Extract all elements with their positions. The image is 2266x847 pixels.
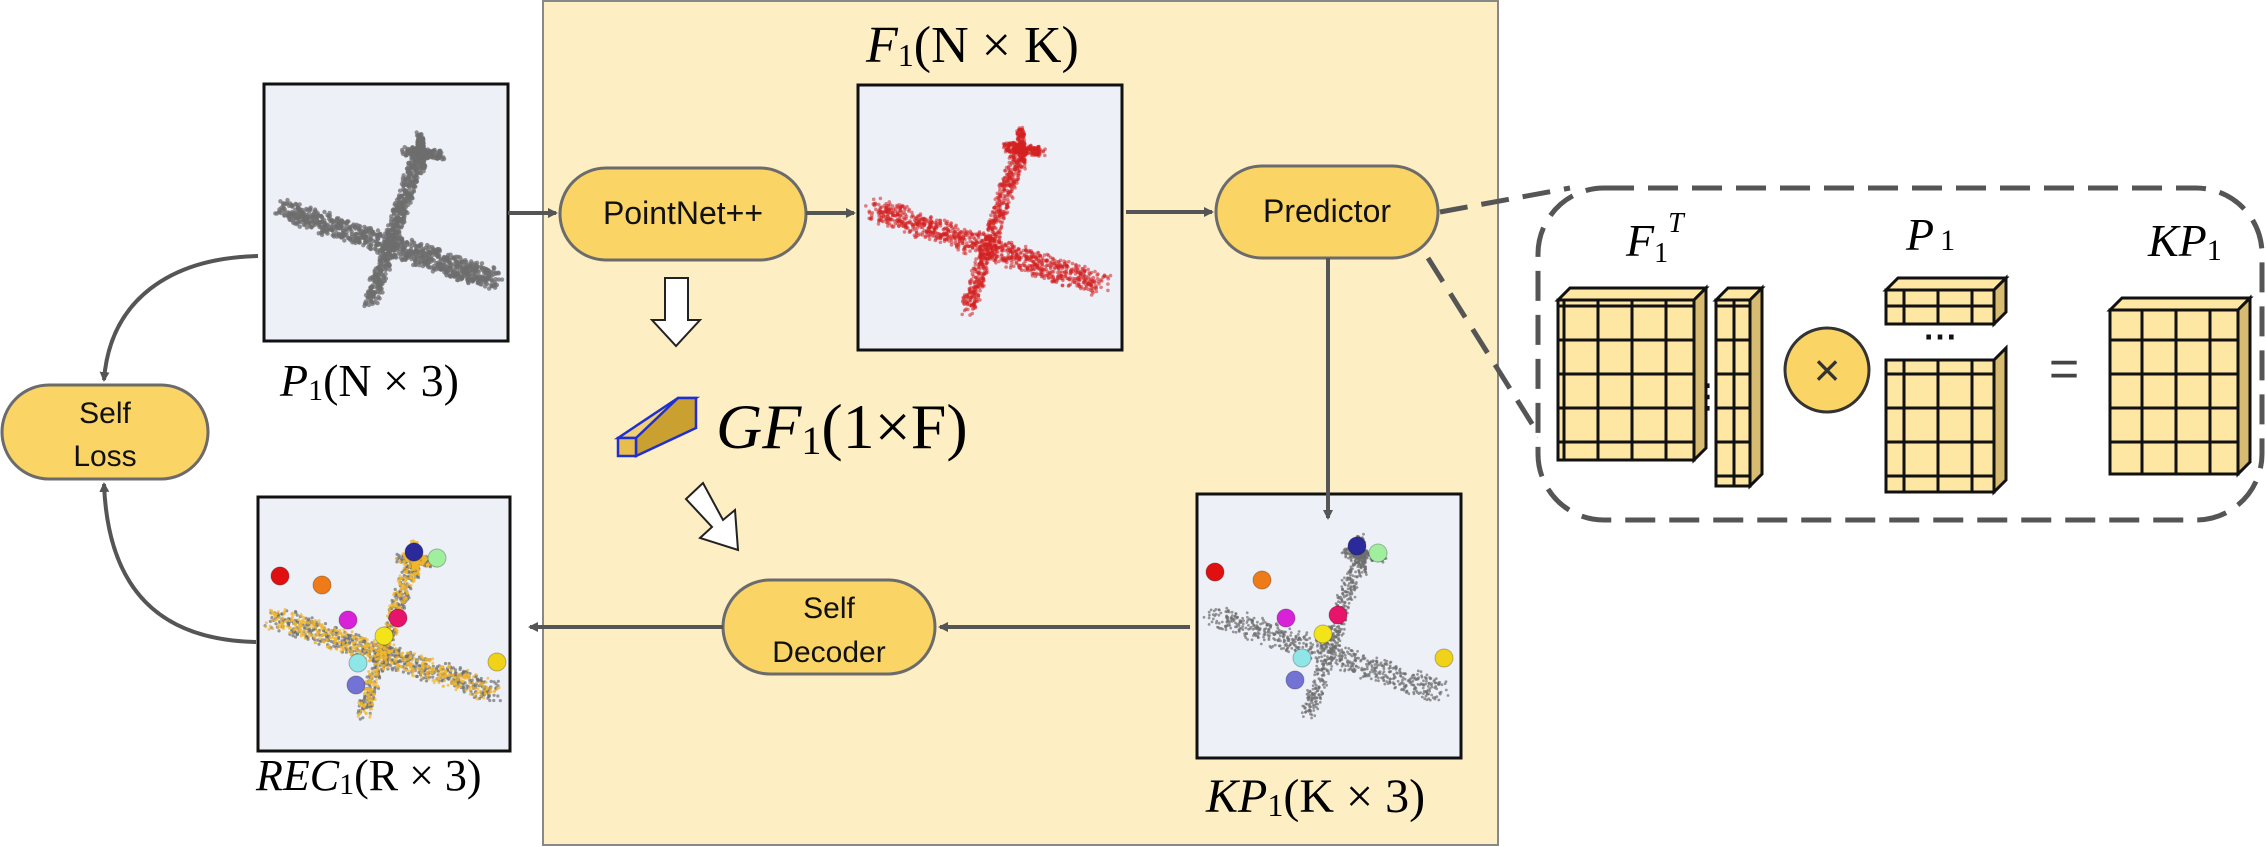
times-operator: ×: [1783, 326, 1871, 414]
svg-text:Decoder: Decoder: [772, 636, 885, 669]
svg-text:Self: Self: [803, 592, 855, 625]
matrix-f1t: ⋯: [1554, 284, 1766, 490]
self-loss-node[interactable]: Self Loss: [0, 383, 210, 481]
hollow-arrow-diagonal: [684, 481, 740, 552]
p1-pointcloud-image: [262, 82, 510, 343]
p1-label: P1(N × 3): [279, 355, 459, 407]
eq-f1t-label: F1T: [1625, 208, 1686, 269]
eq-kp1-label: KP1: [2147, 215, 2222, 267]
svg-text:PointNet++: PointNet++: [603, 195, 763, 231]
gf1-label: GF1(1×F): [716, 391, 968, 463]
svg-text:Self: Self: [79, 397, 131, 430]
matrix-p1: ⋯: [1882, 274, 2010, 496]
equals-operator: =: [2049, 340, 2079, 398]
f1-label: F1(N × K): [865, 17, 1079, 74]
matrix-kp1: [2106, 294, 2254, 478]
predictor-node[interactable]: Predictor: [1214, 164, 1440, 260]
kp1-label: KP1(K × 3): [1205, 770, 1425, 823]
kp1-keypoint-image: [1195, 492, 1463, 760]
rec1-reconstruction-image: [256, 495, 512, 753]
rec1-label: REC1(R × 3): [255, 751, 482, 801]
f1-feature-image: [856, 83, 1124, 352]
svg-text:Predictor: Predictor: [1263, 193, 1391, 229]
hollow-arrow-down: [649, 277, 703, 348]
pointnet-node[interactable]: PointNet++: [558, 166, 808, 262]
self-decoder-node[interactable]: Self Decoder: [721, 578, 937, 676]
arrow-p1-to-loss: [99, 254, 259, 382]
arrow-rec1-to-loss: [99, 482, 257, 644]
dashed-link-top: [1439, 185, 1571, 215]
svg-text:Loss: Loss: [73, 440, 136, 473]
gf1-global-feature-icon: [613, 396, 701, 458]
